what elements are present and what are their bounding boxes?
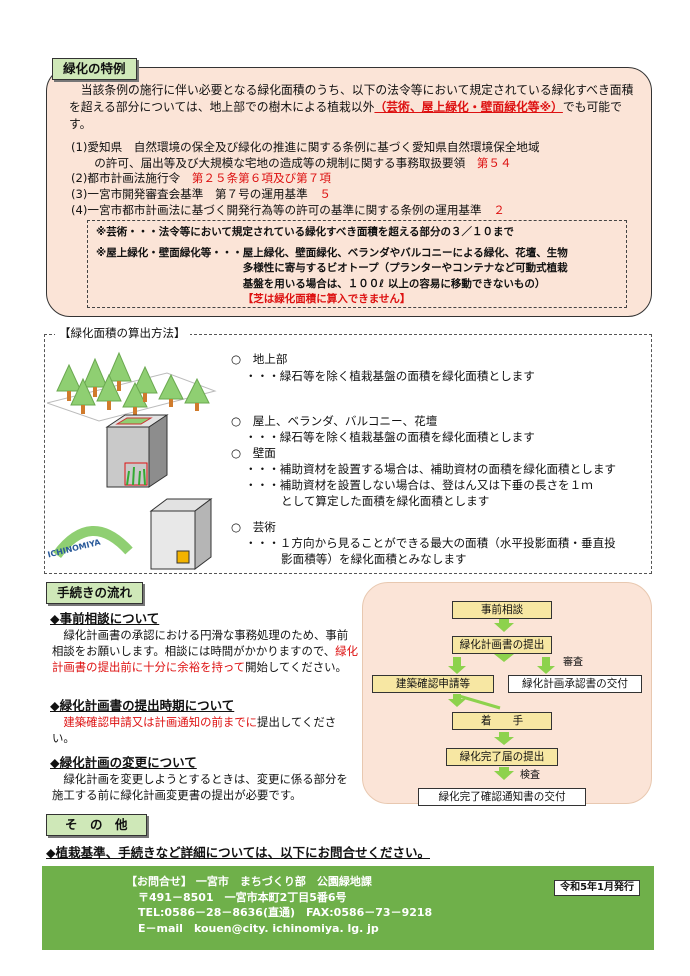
roof-desc: ・・・緑石等を除く植栽基盤の面積を緑化面積とします xyxy=(245,430,535,444)
flow-inspect-label: 検査 xyxy=(520,770,540,781)
calculation-method-box: 【緑化面積の算出方法】 ○ 地上部 ・・・緑石等を除く植栽基盤の面積を緑化面積と… xyxy=(44,325,652,574)
timing-heading: ◆緑化計画書の提出時期について xyxy=(50,698,235,713)
wall-title: ○ 壁面 xyxy=(231,446,276,460)
contact-dept: 【お問合せ】 一宮市 まちづくり部 公園緑地課 xyxy=(126,875,372,888)
flow-step-building-confirmation: 建築確認申請等 xyxy=(372,675,494,693)
note-lawn-warning: 【芝は緑化面積に算入できません】 xyxy=(242,292,411,305)
note-roof-wall: ※屋上緑化・壁面緑化等・・・ 屋上緑化、壁面緑化、ベランダやバルコニーによる緑化… xyxy=(96,246,618,307)
section-title-other: そ の 他 xyxy=(46,814,147,836)
ground-desc: ・・・緑石等を除く植栽基盤の面積を緑化面積とします xyxy=(245,369,535,383)
art-desc-2: 影面積等）を緑化面積とみなします xyxy=(281,552,467,566)
flow-step-submit-plan: 緑化計画書の提出 xyxy=(452,636,552,654)
intro-paragraph: 当該条例の施行に伴い必要となる緑化面積のうち、以下の法令等において規定されている… xyxy=(69,82,639,132)
contact-email[interactable]: E－mail kouen@city. ichinomiya. lg. jp xyxy=(138,921,379,935)
notes-box: ※芸術・・・法令等において規定されている緑化すべき面積を超える部分の３／１０まで… xyxy=(87,220,627,308)
art-desc-1: ・・・１方向から見ることができる最大の面積（水平投影面積・垂直投 xyxy=(245,536,616,550)
flow-step-approval-issue: 緑化計画承認書の交付 xyxy=(508,675,642,693)
contact-footer: 【お問合せ】 一宮市 まちづくり部 公園緑地課 〒491－8501 一宮市本町2… xyxy=(42,866,654,950)
flow-step-consult: 事前相談 xyxy=(452,601,552,619)
timing-paragraph: 建築確認申請又は計画通知の前までに提出してください。 xyxy=(52,715,337,746)
section-title-procedure: 手続きの流れ xyxy=(46,582,144,604)
law-item: (2)都市計画法施行令 第２５条第６項及び第７項 xyxy=(71,171,331,186)
consult-heading: ◆事前相談について xyxy=(50,611,160,626)
section-title-greening-exception: 緑化の特例 xyxy=(52,58,137,80)
wall-desc-2: ・・・補助資材を設置しない場合は、登はん又は下垂の長さを１ｍ xyxy=(245,478,593,492)
contact-phone: TEL:0586－28－8636(直通) FAX:0586－73－9218 xyxy=(138,906,433,920)
law-item: (3)一宮市開発審査会基準 第７号の運用基準 ５ xyxy=(71,186,331,201)
issue-date: 令和5年1月発行 xyxy=(554,880,640,897)
flow-review-label: 審査 xyxy=(563,657,583,668)
wall-desc-1: ・・・補助資材を設置する場合は、補助資材の面積を緑化面積とします xyxy=(245,462,617,476)
roof-wall-building-illustration xyxy=(105,414,169,488)
art-building-illustration xyxy=(149,498,213,570)
flow-step-final-notice: 緑化完了確認通知書の交付 xyxy=(418,788,586,806)
intro-text-end: でも可能です。 xyxy=(69,99,622,131)
note-label: ※屋上緑化・壁面緑化等・・・ xyxy=(96,247,243,260)
intro-text: 当該条例の施行に伴い必要となる緑化面積のうち、以下の法令等において規定されている… xyxy=(69,83,634,114)
contact-info: 【お問合せ】 一宮市 まちづくり部 公園緑地課 〒491－8501 一宮市本町2… xyxy=(126,874,432,936)
art-arch-illustration xyxy=(52,526,133,559)
change-heading: ◆緑化計画の変更について xyxy=(50,755,197,770)
wall-desc-3: として算定した面積を緑化面積とします xyxy=(281,494,490,508)
calculation-title: 【緑化面積の算出方法】 xyxy=(55,325,190,342)
note-line: 多様性に寄与するビオトープ（プランターやコンテナなど可動式植栽 xyxy=(242,262,568,275)
note-line: 屋上緑化、壁面緑化、ベランダやバルコニーによる緑化、花壇、生物 xyxy=(242,247,568,260)
roof-title: ○ 屋上、ベランダ、バルコニー、花壇 xyxy=(231,414,438,428)
law-item: (1)愛知県 自然環境の保全及び緑化の推進に関する条例に基づく愛知県自然環境保全… xyxy=(71,140,540,154)
contact-address: 〒491－8501 一宮市本町2丁目5番6号 xyxy=(138,890,347,904)
flow-step-start-work: 着 手 xyxy=(452,712,552,730)
note-art: ※芸術・・・法令等において規定されている緑化すべき面積を超える部分の３／１０まで xyxy=(96,226,515,238)
law-list: (1)愛知県 自然環境の保全及び緑化の推進に関する条例に基づく愛知県自然環境保全… xyxy=(71,140,641,218)
intro-highlight: （芸術、屋上緑化・壁面緑化等※） xyxy=(374,99,563,114)
flow-step-completion-report: 緑化完了届の提出 xyxy=(446,748,558,766)
law-item: の許可、届出等及び大規模な宅地の造成等の規制に関する事務取扱要領 第５４ xyxy=(71,155,512,170)
note-line: 基盤を用いる場合は、１００ℓ 以上の容易に移動できないもの） xyxy=(242,277,546,290)
art-title: ○ 芸術 xyxy=(231,520,276,534)
consult-paragraph: 緑化計画書の承認における円滑な事務処理のため、事前相談をお願いします。相談には時… xyxy=(52,628,358,675)
ground-title: ○ 地上部 xyxy=(231,352,288,366)
greening-exception-panel: 当該条例の施行に伴い必要となる緑化面積のうち、以下の法令等において規定されている… xyxy=(46,67,652,317)
ground-trees-illustration xyxy=(47,351,217,422)
contact-notice: ◆植栽基準、手続きなど詳細については、以下にお問合せください。 xyxy=(46,845,430,860)
law-item: (4)一宮市都市計画法に基づく開発行為等の許可の基準に関する条例の運用基準 ２ xyxy=(71,202,505,217)
change-paragraph: 緑化計画を変更しようとするときは、変更に係る部分を施工する前に緑化計画変更書の提… xyxy=(52,772,348,803)
